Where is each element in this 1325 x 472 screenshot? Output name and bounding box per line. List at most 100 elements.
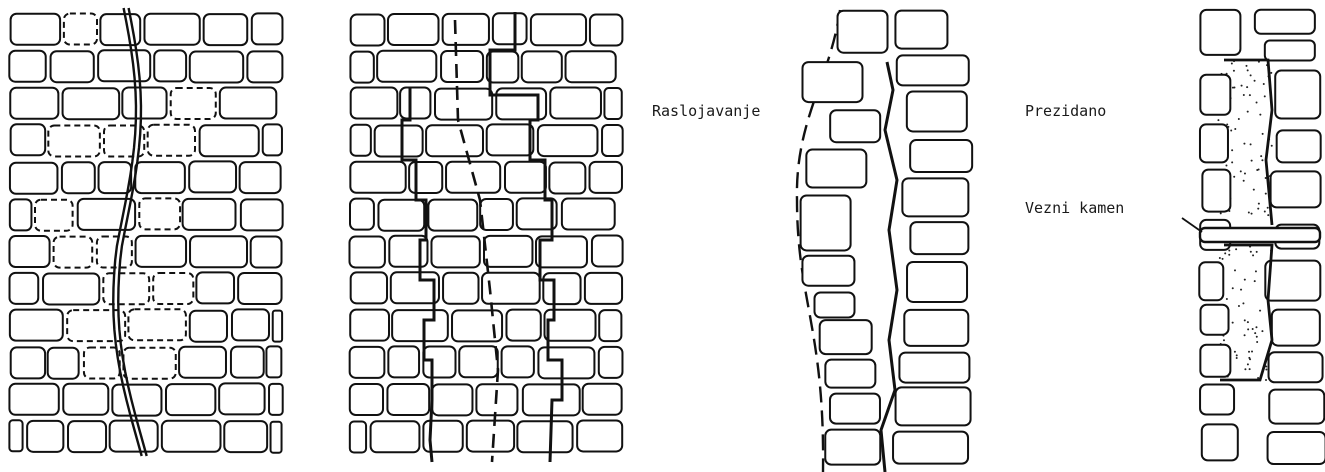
stone [543, 308, 597, 342]
stone [548, 161, 587, 195]
stone [237, 272, 283, 306]
stone [590, 234, 624, 268]
infill-dot [1264, 192, 1267, 195]
dashed-crack-line [453, 19, 500, 463]
infill-dot [1246, 69, 1249, 72]
stone [189, 235, 249, 269]
wall-section-drawing [795, 9, 974, 472]
stone [549, 86, 602, 120]
infill-dot [1249, 74, 1252, 77]
stone [8, 161, 59, 195]
crack-outline [400, 88, 436, 463]
infill-dot [1259, 309, 1262, 312]
stone [895, 54, 970, 87]
stone [121, 86, 168, 120]
infill-dot [1263, 210, 1266, 213]
stone [348, 345, 386, 379]
infill-dot [1257, 168, 1260, 171]
infill-dot [1225, 164, 1228, 167]
stone [9, 12, 62, 46]
infill-dot [1243, 278, 1246, 281]
stone [238, 161, 282, 195]
rebuilt-outline [1220, 243, 1274, 382]
infill-dot [1224, 252, 1227, 255]
stone [1201, 168, 1232, 213]
stone [824, 358, 877, 389]
stone [202, 13, 249, 47]
infill-dot [1252, 188, 1255, 191]
stone [434, 87, 494, 121]
infill-dot [1233, 350, 1236, 353]
stone [160, 419, 222, 453]
stone [1269, 170, 1322, 209]
infill-dot [1261, 132, 1264, 135]
stone [520, 50, 563, 84]
stone [198, 124, 260, 158]
stone [898, 351, 971, 384]
stone [386, 382, 431, 416]
stone [67, 420, 108, 454]
stone [138, 197, 182, 231]
crack-line [117, 7, 148, 457]
stone [42, 272, 101, 306]
stone [491, 12, 528, 46]
stone [239, 198, 284, 232]
stone [1198, 261, 1225, 302]
infill-dot [1242, 302, 1245, 305]
stone [102, 272, 151, 306]
stone [906, 260, 969, 303]
stone [829, 109, 882, 144]
stone [349, 13, 386, 47]
stone [250, 12, 284, 46]
stone [82, 346, 121, 380]
infill-dot [1257, 202, 1260, 205]
stone [377, 198, 426, 232]
stone [576, 419, 624, 453]
infill-dot [1249, 250, 1252, 253]
stone [1274, 69, 1322, 120]
infill-dot [1265, 368, 1268, 371]
infill-dot [1231, 321, 1234, 324]
stone [431, 383, 474, 417]
stone [389, 271, 440, 305]
infill-dot [1231, 86, 1234, 89]
infill-dot [1221, 257, 1224, 260]
stone [348, 235, 386, 269]
infill-dot [1248, 368, 1251, 371]
infill-dot [1261, 159, 1264, 162]
stone [481, 271, 541, 305]
infill-dot [1255, 326, 1258, 329]
stone [8, 271, 40, 305]
stone [799, 194, 852, 252]
infill-dot [1257, 207, 1260, 210]
infill-dot [1237, 305, 1240, 308]
stone [408, 160, 444, 194]
stone [505, 308, 542, 342]
stone [52, 235, 94, 269]
crack-outline [488, 12, 564, 463]
infill-dot [1232, 69, 1235, 72]
infill-dot [1255, 250, 1258, 253]
stone [229, 345, 265, 379]
stone [422, 345, 457, 379]
stone [909, 221, 970, 256]
stone [349, 160, 407, 194]
infill-dot [1235, 357, 1238, 360]
infill-dot [1254, 332, 1257, 335]
infill-dot [1257, 377, 1260, 380]
stone [349, 123, 372, 157]
infill-dot [1265, 365, 1268, 368]
stone [265, 345, 283, 379]
stone [369, 420, 421, 454]
label-bond-stone: Vezni kamen [1025, 199, 1125, 217]
stone [8, 419, 24, 453]
stone [824, 428, 882, 466]
infill-dot [1260, 155, 1263, 158]
stone [261, 123, 283, 157]
infill-dot [1265, 378, 1268, 381]
infill-dot [1235, 248, 1238, 251]
stone [8, 382, 60, 416]
infill-dot [1226, 123, 1229, 126]
infill-dot [1233, 86, 1236, 89]
stone [485, 123, 535, 157]
